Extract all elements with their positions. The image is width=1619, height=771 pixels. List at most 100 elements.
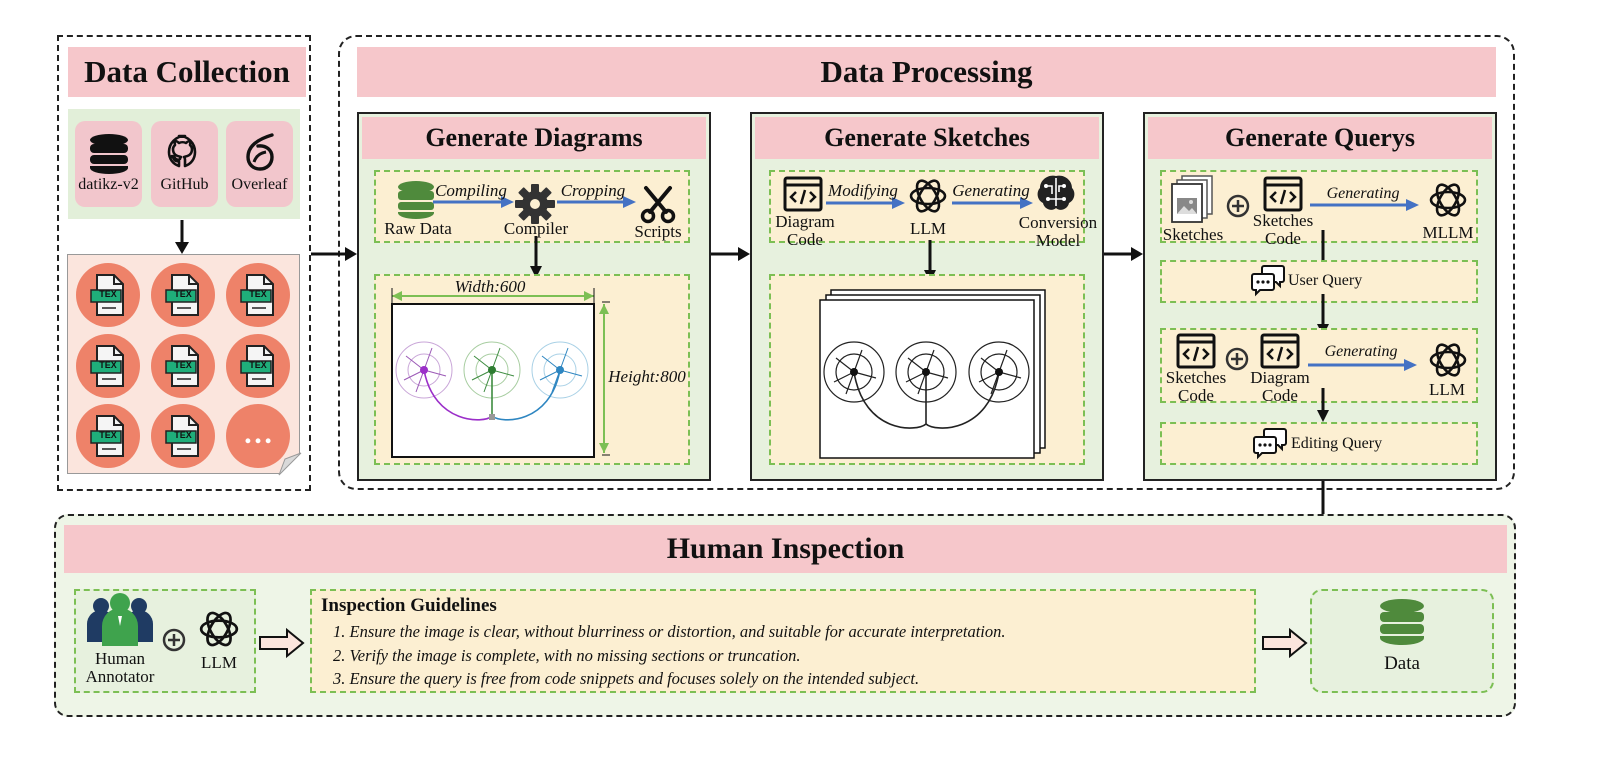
plus-icon [1226, 194, 1250, 218]
gear-icon [515, 184, 555, 224]
generating-label: Generating [952, 181, 1030, 200]
data-collection-title-text: Data Collection [84, 54, 290, 89]
openai-mllm-icon [1429, 183, 1467, 217]
tex-badge: TEX [174, 430, 192, 440]
generate-querys-title-text: Generate Querys [1225, 123, 1415, 152]
tex-badge: TEX [174, 289, 192, 299]
generating-arrow-llm [1308, 359, 1417, 371]
source-overleaf-label: Overleaf [231, 176, 288, 193]
conversion-model-line2: Model [1035, 230, 1081, 250]
raw-data-database-icon [398, 181, 434, 219]
width-label: Width:600 [454, 277, 526, 296]
source-overleaf [226, 121, 293, 207]
generating-label-1: Generating [1326, 185, 1400, 202]
human-inspection-title: Human Inspection [64, 525, 1507, 573]
generating-arrow-mllm [1310, 199, 1419, 211]
overleaf-icon [246, 133, 274, 171]
generate-sketches-title-text: Generate Sketches [824, 123, 1030, 152]
cropping-arrow [557, 196, 636, 208]
modifying-arrow [826, 197, 905, 209]
cropping-label: Cropping [560, 181, 626, 200]
tex-badge: TEX [99, 430, 117, 440]
generate-querys-title: Generate Querys [1148, 117, 1492, 159]
generating-label-2: Generating [1324, 343, 1398, 360]
more-files [226, 404, 290, 468]
tex-badge: TEX [174, 360, 192, 370]
diagram-code-line1: Diagram [775, 212, 835, 231]
github-icon [167, 134, 197, 168]
plus-icon [1225, 347, 1249, 371]
database-icon [90, 134, 128, 174]
plus-icon [162, 628, 186, 652]
data-collection-section [57, 35, 311, 491]
data-database-icon [1380, 599, 1424, 645]
sketches-code-label-2: Sketches Code [1160, 369, 1232, 405]
compiler-label: Compiler [503, 219, 569, 238]
diagram-code-2-line2: Code [1262, 385, 1298, 405]
guidelines-box [310, 589, 1256, 693]
code-window-icon [783, 176, 823, 212]
query-down-arrow-3 [1317, 388, 1329, 422]
brain-model-icon [1037, 175, 1075, 210]
diagram-code-line2: Code [787, 229, 823, 249]
diagram-code-2-line1: Diagram [1250, 368, 1310, 387]
sketches-code-line1: Sketches [1252, 211, 1314, 230]
guidelines-title: Inspection Guidelines [321, 595, 497, 616]
data-collection-title: Data Collection [68, 47, 306, 97]
guideline-item-2: 2. Verify the image is complete, with no… [333, 646, 801, 665]
generating-arrow [952, 197, 1033, 209]
code-window-icon [1260, 333, 1300, 369]
data-output-label: Data [1384, 653, 1420, 674]
user-query-label: User Query [1288, 272, 1363, 289]
code-window-icon [1176, 333, 1216, 369]
diagram-code-label: Diagram Code [770, 213, 840, 249]
tex-badge: TEX [249, 360, 267, 370]
page-curl-icon [278, 452, 302, 476]
generate-diagrams-title-text: Generate Diagrams [425, 123, 643, 152]
data-processing-section [338, 35, 1515, 490]
sketches-code-line2: Code [1265, 228, 1301, 248]
data-processing-title: Data Processing [357, 47, 1496, 97]
sketches-code-label: Sketches Code [1248, 212, 1318, 248]
generate-sketches-title: Generate Sketches [755, 117, 1099, 159]
hollow-right-arrow [1262, 627, 1308, 659]
scissors-icon [640, 186, 676, 224]
guideline-item-3: 3. Ensure the query is free from code sn… [333, 669, 920, 688]
scripts-label: Scripts [634, 222, 682, 241]
conversion-model-line1: Conversion [1018, 213, 1098, 232]
sketches-code-2-line2: Code [1178, 385, 1214, 405]
height-label: Height:800 [608, 367, 686, 386]
generate-diagrams-title: Generate Diagrams [362, 117, 706, 159]
mllm-label: MLLM [1422, 223, 1474, 242]
user-query-box [1160, 260, 1478, 303]
raw-data-label: Raw Data [384, 219, 452, 238]
guideline-item-1: 1. Ensure the image is clear, without bl… [333, 622, 1006, 641]
code-window-icon [1263, 176, 1303, 212]
sketches-label: Sketches [1162, 225, 1224, 244]
source-datikz-label: datikz-v2 [78, 176, 139, 193]
openai-llm-icon [199, 611, 239, 647]
diagram-code-label-2: Diagram Code [1245, 369, 1315, 405]
sketches-code-2-line1: Sketches [1165, 368, 1227, 387]
sketch-llm-label: LLM [910, 219, 946, 238]
chat-bubbles-icon [1251, 265, 1285, 297]
rendered-diagram-preview [391, 288, 610, 458]
tex-badge: TEX [99, 360, 117, 370]
more-files-label: … [243, 417, 273, 450]
inspection-llm-label: LLM [201, 653, 237, 672]
editing-query-box [1160, 422, 1478, 465]
tex-badge: TEX [99, 289, 117, 299]
human-annotator-label: Human Annotator [80, 650, 160, 686]
query-llm-label: LLM [1429, 380, 1465, 399]
source-github-label: GitHub [160, 176, 209, 193]
sketch-stack-preview [819, 289, 1046, 459]
sketches-images-icon [1171, 175, 1213, 223]
compiling-label: Compiling [435, 181, 507, 200]
openai-llm-icon [1429, 343, 1467, 377]
editing-query-label: Editing Query [1291, 435, 1383, 452]
openai-llm-icon [909, 179, 947, 213]
chat-bubbles-icon [1253, 428, 1287, 460]
tex-badge: TEX [249, 289, 267, 299]
human-annotator-line1: Human [94, 649, 146, 668]
